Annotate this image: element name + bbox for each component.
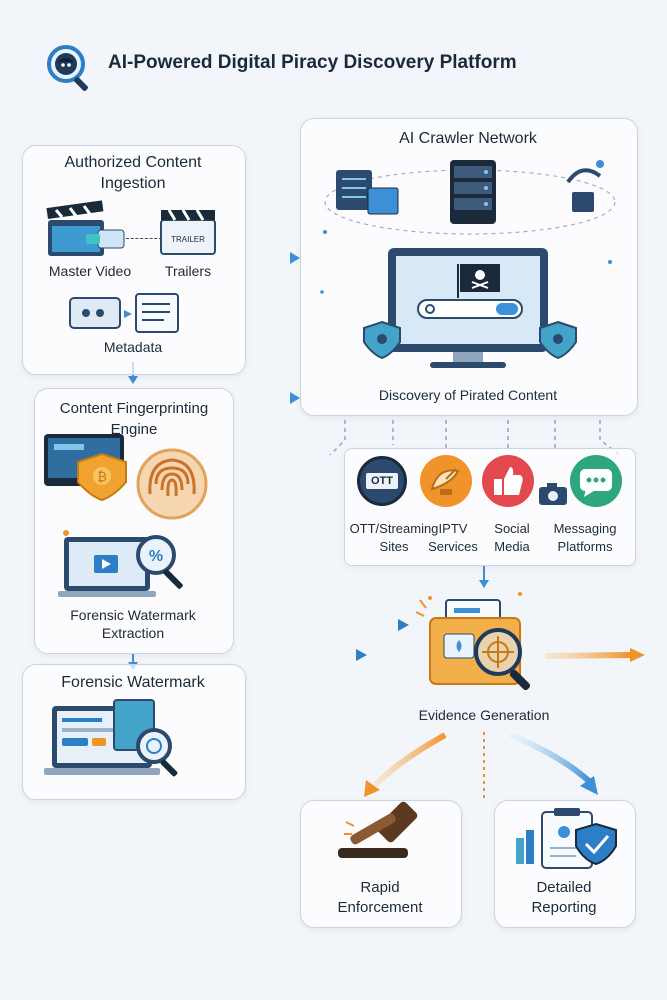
metadata-label: Metadata	[103, 339, 163, 355]
source-label-messaging: Messaging Platforms	[553, 521, 617, 554]
master-video-clapper-icon	[46, 200, 125, 256]
master-video-label: Master Video	[48, 263, 132, 279]
ingestion-panel	[22, 145, 246, 375]
crawler-network-illustration	[320, 160, 616, 368]
fingerprinting-panel	[34, 388, 234, 654]
forensic-watermark-laptop-icon	[44, 699, 178, 777]
source-label-iptv: IPTV Services	[428, 521, 478, 554]
social-like-icon	[482, 455, 534, 507]
source-label-social: Social Media	[494, 521, 530, 554]
enforcement-label: Rapid Enforcement	[337, 879, 423, 916]
crawler-title: AI Crawler Network	[399, 130, 537, 147]
satellite-dish-icon	[566, 160, 604, 212]
watermark-extraction-laptop-icon: %	[58, 530, 183, 597]
camera-icon	[539, 483, 567, 505]
messaging-chat-icon	[570, 455, 622, 507]
piracy-magnifier-logo-icon	[47, 45, 88, 91]
gavel-icon	[338, 801, 418, 858]
ott-badge-text: OTT	[366, 473, 398, 489]
iptv-satellite-icon	[420, 455, 472, 507]
ott-source-icon: OTT	[357, 456, 407, 506]
ingestion-title: Authorized Content Ingestion	[64, 154, 202, 192]
trailers-clapper-icon: TRAILER	[160, 209, 216, 255]
fingerprinting-title: Content Fingerprinting Engine	[59, 400, 209, 438]
fingerprint-scan-icon: ₿	[44, 434, 208, 520]
watermark-extraction-label: Forensic Watermark Extraction	[70, 607, 196, 641]
svg-text:%: %	[149, 548, 163, 565]
evidence-folder-icon	[415, 592, 531, 691]
evidence-label: Evidence Generation	[418, 707, 550, 723]
watermark-title: Forensic Watermark	[61, 674, 205, 691]
server-left-icon	[336, 170, 399, 215]
svg-text:₿: ₿	[97, 469, 107, 484]
reporting-label: Detailed Reporting	[531, 879, 597, 916]
page-title: AI-Powered Digital Piracy Discovery Plat…	[108, 52, 517, 73]
metadata-icon	[69, 293, 179, 333]
clapper-connector	[126, 238, 162, 239]
discovery-label: Discovery of Pirated Content	[378, 387, 558, 403]
report-clipboard-shield-icon	[516, 808, 617, 869]
trailer-clapper-text: TRAILER	[171, 235, 205, 244]
server-center-icon	[450, 160, 496, 224]
source-label-ott: OTT/Streaming Sites	[349, 521, 439, 554]
trailers-label: Trailers	[164, 263, 212, 279]
